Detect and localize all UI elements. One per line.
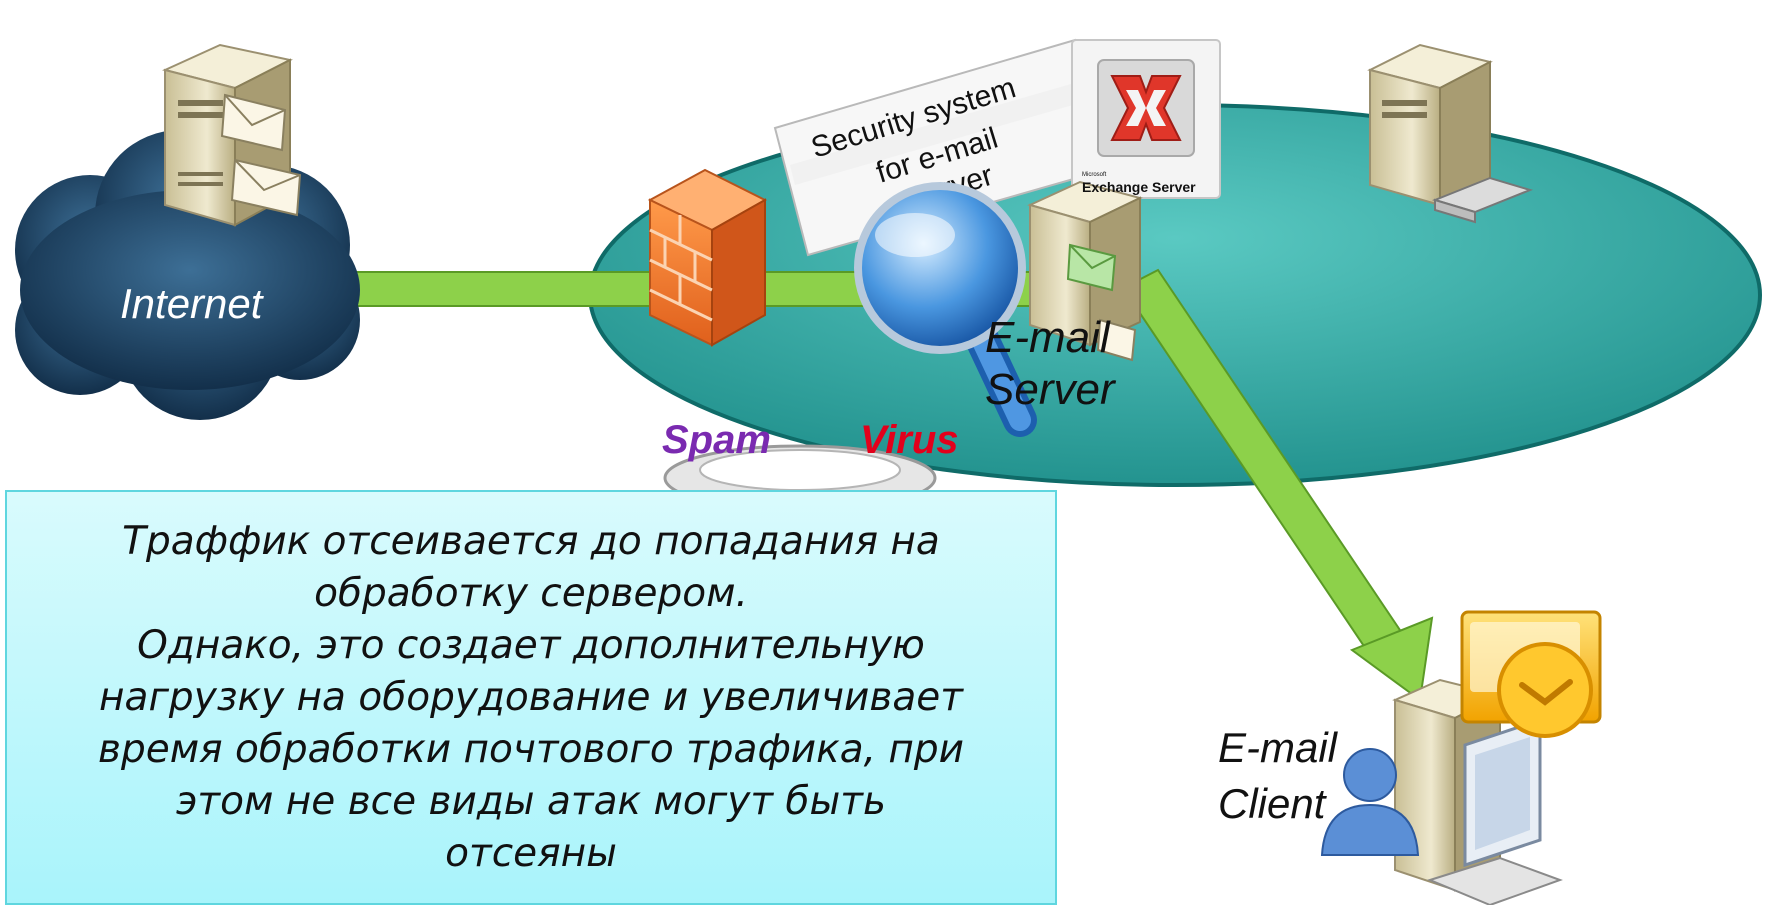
info-line: время обработки почтового трафика, при — [98, 727, 964, 772]
spam-label: Spam — [662, 418, 771, 462]
exchange-logo-text: Microsoft Exchange Server — [1082, 172, 1222, 195]
exchange-logo-product: Exchange Server — [1082, 179, 1196, 195]
backup-server-icon — [1367, 43, 1534, 224]
info-line: Траффик отсеивается до попадания на — [122, 519, 940, 564]
info-line: Однако, это создает дополнительную — [137, 623, 925, 668]
exchange-logo-vendor: Microsoft — [1082, 172, 1107, 178]
internet-mail-server-icon — [162, 43, 302, 227]
info-line: отсеяны — [445, 831, 617, 876]
info-callout-box: Траффик отсеивается до попадания на обра… — [5, 490, 1057, 905]
internet-label: Internet — [120, 280, 263, 327]
info-line: этом не все виды атак могут быть — [176, 779, 886, 824]
email-server-label-line1: E-mail — [985, 313, 1110, 362]
virus-label: Virus — [860, 418, 959, 462]
email-server-icon — [1027, 180, 1143, 362]
info-callout-text: Траффик отсеивается до попадания на обра… — [7, 516, 1055, 880]
security-system-note: Security system for e-mail server — [773, 38, 1107, 257]
firewall-icon — [647, 168, 768, 347]
email-server-label-line2: Server — [985, 365, 1115, 414]
email-client-icon — [1320, 610, 1602, 905]
magnifying-glass-icon — [854, 182, 1037, 437]
email-client-label-line2: Client — [1218, 780, 1326, 827]
link-server-to-client — [1121, 268, 1434, 702]
email-client-label: E-mail Client — [1218, 720, 1368, 832]
exchange-server-logo — [1071, 39, 1221, 199]
email-server-label: E-mail Server — [985, 312, 1145, 416]
info-line: обработку сервером. — [314, 571, 748, 616]
email-client-label-line1: E-mail — [1218, 724, 1338, 771]
info-line: нагрузку на оборудование и увеличивает — [99, 675, 963, 720]
